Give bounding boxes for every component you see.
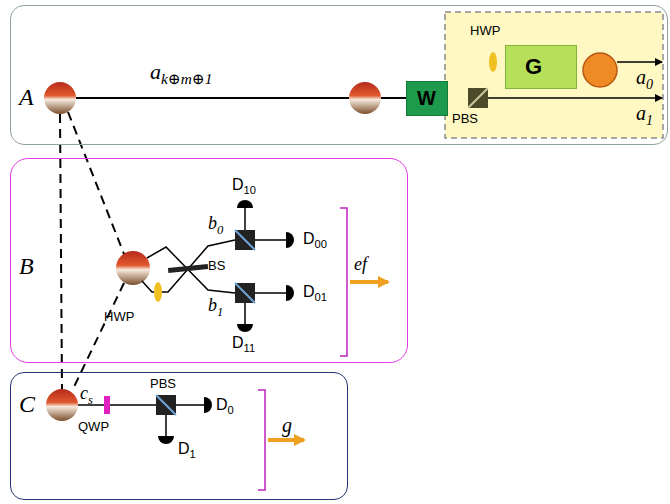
symbol-label: D1 [178,440,196,461]
party-panel: A W G [10,5,668,145]
symbol-label: D00 [303,230,327,251]
symbol-label: D01 [303,283,327,304]
symbol-label: D0 [216,396,234,417]
party-panel: C [10,372,348,500]
bracket [340,208,347,356]
output-a0 [617,61,662,63]
part-label: PBS [452,112,478,126]
node-label: A [19,84,34,111]
detector [237,324,253,332]
part-label: BS [208,259,225,273]
detector [286,285,294,301]
output-a1 [488,97,662,99]
detector-sphere [583,53,617,87]
detector-line [165,415,167,436]
node-label: B [19,253,34,280]
part-label: HWP [104,310,134,324]
part-label: g [282,414,292,436]
particle [349,82,381,114]
pbs-diagonal [468,88,488,108]
pbs-diagonal [235,230,255,250]
detector-line [176,404,204,406]
symbol-label: ak⊕m⊕1 [150,60,212,88]
detector [286,232,294,248]
output-arrow [350,280,388,284]
symbol-label: a0 [636,66,653,92]
part-label: HWP [470,24,500,38]
detector-line [255,292,286,294]
operation-box: W [406,81,448,116]
particle [46,389,78,421]
pbs-cube [156,395,176,415]
detector [237,200,253,208]
part-label: PBS [150,377,176,391]
beam-splitter [168,264,208,273]
pbs-cube [235,283,255,303]
node-label: C [19,391,35,418]
symbol-label: b0 [208,214,223,237]
qwp-plate [104,396,110,414]
pbs-diagonal [235,283,255,303]
pbs-cube [235,230,255,250]
node-label: W [417,87,436,110]
entangle-line [60,114,62,389]
detector [204,397,212,413]
output-arrow [268,438,304,442]
part-label: ef [354,255,367,275]
part-label: QWP [78,420,109,434]
entangle-line [72,283,124,391]
operation-box: G [505,45,577,89]
symbol-label: cs [80,384,93,407]
symbol-label: D11 [232,334,255,355]
bracket [258,390,265,490]
hwp-plate [154,282,162,302]
pbs-cube [468,88,488,108]
beam-line [381,97,406,99]
detector-line [244,303,246,324]
symbol-label: b1 [208,296,223,319]
node-label: G [525,54,542,80]
detector-line [255,239,286,241]
pbs-diagonal [156,395,176,415]
party-panel: B [10,158,408,363]
symbol-label: a1 [636,102,653,128]
particle [44,82,76,114]
beam-line [76,97,349,99]
detector-line [244,208,246,230]
entangle-line [68,112,124,254]
hwp-plate [489,52,497,72]
symbol-label: D10 [232,176,256,197]
dashed-region [445,12,663,138]
detector [158,436,174,444]
particle [116,251,150,285]
